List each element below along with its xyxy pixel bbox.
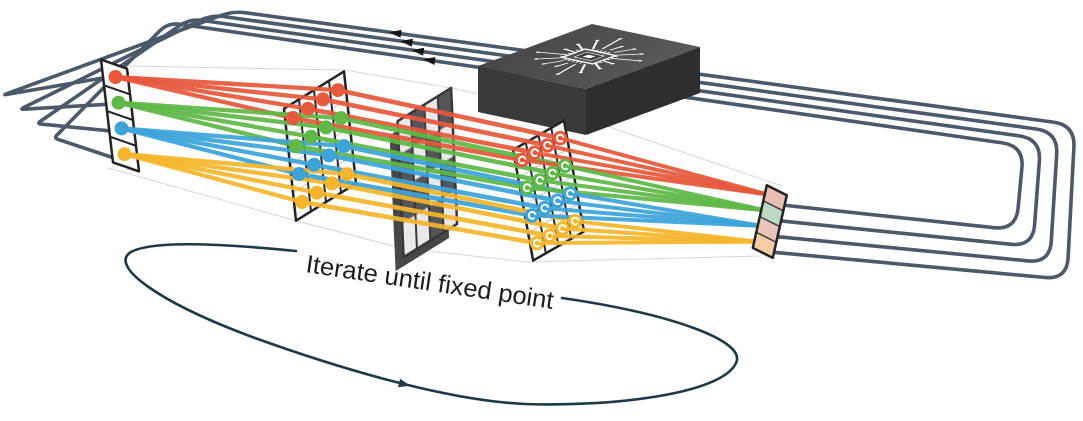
flow-arrow-icon — [423, 57, 436, 65]
spiral-glyph-icon — [570, 216, 580, 226]
fanout-dot — [340, 167, 354, 182]
spiral-glyph-icon — [548, 168, 557, 178]
electronic-chip — [478, 24, 700, 135]
fanout-dot — [301, 101, 315, 116]
activation-dot — [519, 180, 535, 195]
spiral-glyph-icon — [530, 148, 540, 157]
fanout-dot — [322, 148, 336, 163]
activation-dot — [540, 138, 555, 153]
fanout-dot — [310, 185, 324, 200]
activation-dot — [532, 173, 547, 188]
fanout-dot — [325, 176, 339, 191]
activation-dot — [545, 165, 560, 181]
activation-dot — [555, 221, 570, 236]
fanout-dot — [292, 167, 306, 181]
fanout-dot — [319, 120, 333, 135]
source-dot — [111, 95, 126, 110]
activation-dot — [550, 193, 565, 208]
spiral-glyph-icon — [553, 196, 562, 206]
fanout-dot — [289, 139, 303, 153]
activation-dot — [537, 200, 552, 216]
activation-dot — [529, 235, 545, 251]
fanout-dot — [316, 92, 330, 107]
spiral-glyph-icon — [545, 231, 555, 241]
fanout-dot — [295, 195, 309, 209]
activation-dot — [514, 152, 530, 168]
flow-arrow-icon — [411, 47, 425, 56]
spiral-glyph-icon — [522, 183, 532, 192]
activation-dot — [562, 186, 578, 201]
fanout-dot — [304, 129, 318, 144]
activation-dot — [552, 130, 568, 146]
fanout-dot — [337, 139, 351, 154]
optical-stages — [99, 58, 789, 272]
iteration-loop-arrow — [124, 242, 739, 406]
fanout-dot — [334, 111, 348, 126]
source-dot — [114, 121, 129, 136]
source-dot — [108, 70, 123, 84]
activation-dot — [567, 214, 583, 229]
source-dot — [117, 147, 132, 162]
fanout-dot — [286, 111, 300, 125]
flow-arrow-icon — [400, 38, 413, 47]
spiral-glyph-icon — [532, 238, 542, 248]
fanout-dot — [307, 157, 321, 172]
iterate-caption: Iterate until fixed point — [304, 250, 555, 315]
spiral-glyph-icon — [558, 224, 567, 233]
spiral-glyph-icon — [555, 133, 565, 143]
spiral-glyph-icon — [540, 203, 550, 213]
activation-dot — [542, 228, 557, 243]
activation-dot — [527, 145, 542, 160]
spiral-glyph-icon — [527, 211, 537, 220]
activation-dot — [524, 208, 540, 223]
spiral-glyph-icon — [543, 141, 552, 150]
activation-dot — [557, 158, 573, 173]
flow-arrow-icon — [389, 29, 402, 38]
circuit-trace-pattern — [534, 38, 644, 75]
spiral-glyph-icon — [560, 161, 570, 171]
spiral-glyph-icon — [535, 176, 545, 185]
spiral-glyph-icon — [517, 155, 527, 165]
fanout-dot — [331, 83, 345, 98]
spiral-glyph-icon — [565, 189, 575, 198]
